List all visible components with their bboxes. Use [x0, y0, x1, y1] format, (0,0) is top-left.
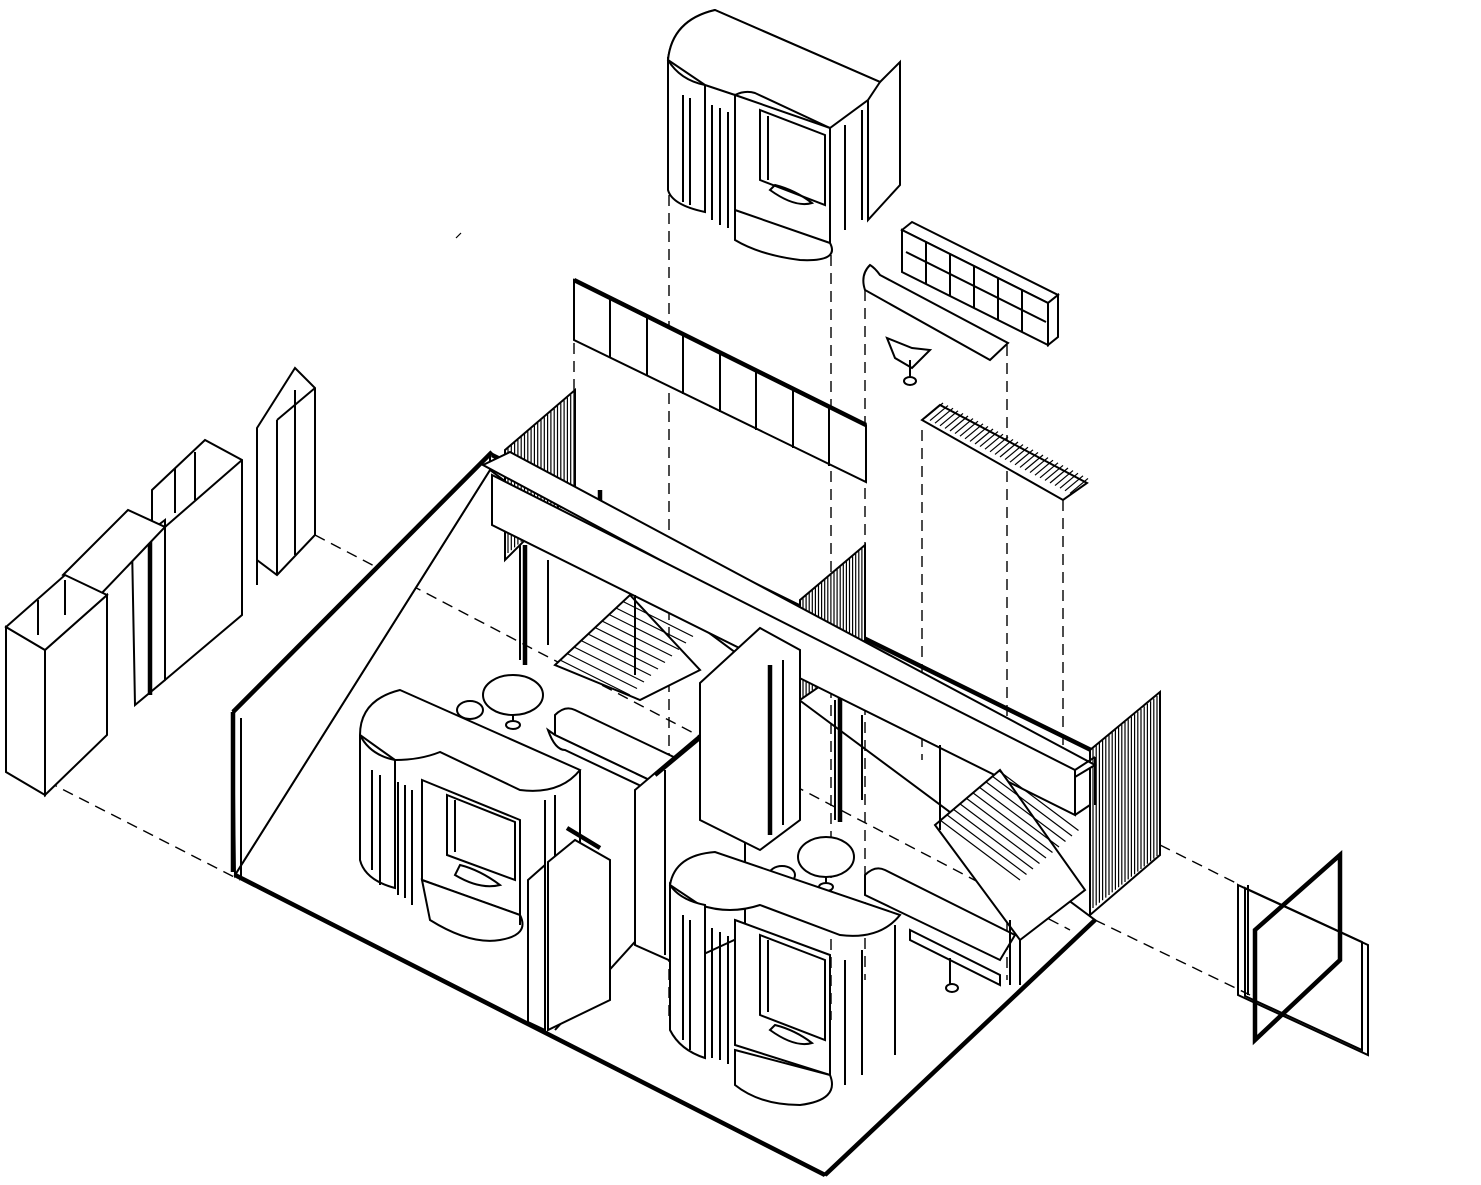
- slat-line: [924, 402, 944, 419]
- slat-line: [984, 433, 1004, 450]
- slat-line: [965, 797, 1047, 859]
- slat-line: [939, 410, 959, 427]
- slat-line: [1004, 444, 1024, 461]
- slat-line: [998, 770, 1079, 831]
- slat-line: [946, 814, 1027, 875]
- floor-slab: [230, 450, 1097, 1178]
- slat-line: [934, 407, 954, 424]
- slat-line: [959, 803, 1040, 864]
- exploded-wall-panel: [572, 277, 868, 484]
- slat-line: [1009, 446, 1029, 463]
- slat-line: [594, 626, 666, 664]
- slat-line: [989, 436, 1009, 453]
- slat-line: [1059, 472, 1079, 489]
- slat-line: [991, 775, 1073, 837]
- desk-chair: [885, 336, 933, 386]
- round-tables: [456, 674, 855, 892]
- slat-line: [1069, 477, 1089, 494]
- slat-line: [580, 639, 652, 677]
- slat-line: [1024, 454, 1044, 471]
- slat-line: [994, 438, 1014, 455]
- slat-line: [1039, 462, 1059, 479]
- slat-line: [566, 652, 638, 690]
- slat-line: [559, 659, 631, 696]
- slat-line: [999, 441, 1019, 458]
- slat-line: [929, 405, 949, 422]
- slat-line: [1034, 459, 1054, 476]
- slat-line: [1044, 464, 1064, 481]
- shelf-unit: [900, 220, 1060, 348]
- slatted-panel: [920, 402, 1089, 502]
- slat-line: [1029, 457, 1049, 474]
- left-partitions: [4, 366, 316, 798]
- slat-line: [972, 792, 1053, 853]
- bench-left-room: [546, 593, 702, 797]
- slat-line: [944, 412, 964, 429]
- bench-right-room: [834, 698, 1087, 993]
- slat-line: [615, 607, 687, 644]
- exploded-pod-top: [666, 8, 901, 262]
- slat-line: [573, 646, 645, 683]
- slat-line: [587, 633, 659, 670]
- slat-line: [979, 431, 999, 448]
- slat-line: [959, 420, 979, 437]
- slat-line: [1019, 451, 1039, 468]
- slat-line: [952, 808, 1034, 870]
- slat-line: [1054, 470, 1074, 487]
- slat-line: [964, 423, 984, 440]
- slat-line: [949, 415, 969, 432]
- slat-line: [1064, 475, 1084, 492]
- slat-line: [601, 620, 673, 657]
- slat-line: [978, 786, 1060, 848]
- slat-line: [939, 819, 1021, 881]
- slat-line: [608, 613, 680, 651]
- slat-line: [974, 428, 994, 445]
- slat-line: [1014, 449, 1034, 466]
- wall-bench: [862, 263, 1010, 362]
- slat-line: [969, 425, 989, 442]
- slat-line: [985, 781, 1066, 842]
- right-frames: [1237, 850, 1369, 1057]
- pod-right: [668, 850, 902, 1107]
- stray-mark: [455, 232, 462, 239]
- slat-line: [954, 418, 974, 435]
- slat-line: [1049, 467, 1069, 484]
